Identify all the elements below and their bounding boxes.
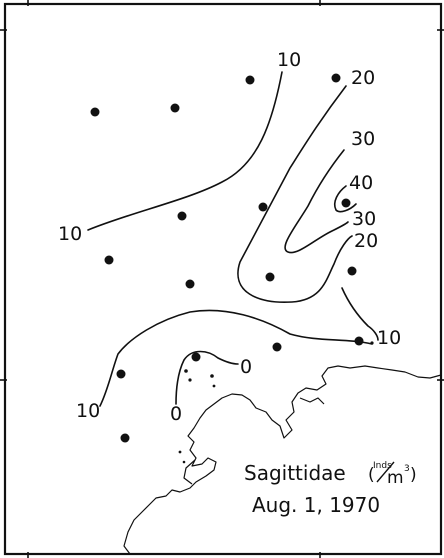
legend-unit-exponent: 3	[404, 464, 410, 474]
coastline-main	[123, 365, 442, 555]
contour-label-10-top: 10	[277, 49, 301, 71]
islet-4	[212, 384, 216, 388]
station	[331, 73, 341, 83]
islet-6	[178, 450, 182, 454]
station	[185, 279, 195, 289]
station	[90, 107, 100, 117]
contour-40	[333, 185, 357, 213]
contour-label-10-right: 10	[377, 327, 401, 349]
legend-unit-numerator: Inds	[373, 461, 392, 471]
contour-label-40: 40	[349, 172, 373, 194]
contour-30-inner	[284, 149, 349, 254]
coastline-promontory	[183, 459, 196, 485]
sampling-stations	[90, 73, 364, 443]
legend-taxon: Sagittidae	[244, 461, 346, 485]
contour-lines	[87, 71, 379, 407]
contour-0-upper	[175, 350, 239, 405]
map-legend: Sagittidae ( Inds m 3 ) Aug. 1, 1970	[244, 461, 417, 517]
station	[120, 433, 130, 443]
islet-1	[184, 369, 188, 373]
islet-3	[210, 374, 214, 378]
contour-label-20-top: 20	[351, 67, 375, 89]
station	[354, 336, 364, 346]
contour-10-lower	[99, 309, 373, 407]
contour-label-30-inner: 30	[352, 208, 376, 230]
station	[258, 202, 268, 212]
contour-label-10-left: 10	[58, 223, 82, 245]
legend-date: Aug. 1, 1970	[252, 493, 380, 517]
contour-20-outer	[237, 85, 353, 303]
contour-label-0-bottom: 0	[170, 403, 182, 425]
station	[191, 352, 201, 362]
legend-unit-paren-close: )	[410, 465, 417, 485]
station	[245, 75, 255, 85]
station	[116, 369, 126, 379]
legend-unit-slash	[376, 461, 395, 483]
station	[272, 342, 282, 352]
station	[170, 103, 180, 113]
station	[265, 272, 275, 282]
islet-7	[182, 460, 186, 464]
contour-label-0-right: 0	[240, 356, 252, 378]
legend-unit-denominator: m	[387, 468, 404, 488]
map-frame	[3, 2, 443, 556]
station	[341, 198, 351, 208]
contour-10-upper	[87, 71, 283, 231]
contour-label-20-right: 20	[354, 230, 378, 252]
contour-label-30-top: 30	[351, 128, 375, 150]
station	[177, 211, 187, 221]
contour-label-10-bottom: 10	[76, 400, 100, 422]
legend-unit-paren-open: (	[368, 465, 375, 485]
islet-2	[188, 378, 192, 382]
coastline-inlet	[299, 397, 325, 405]
station	[104, 255, 114, 265]
contour-labels: 10 20 30 40 30 20 10 10 0 10 0	[58, 49, 401, 425]
contour-20-lower-branch	[341, 287, 379, 341]
station	[347, 266, 357, 276]
coastline	[123, 341, 442, 555]
